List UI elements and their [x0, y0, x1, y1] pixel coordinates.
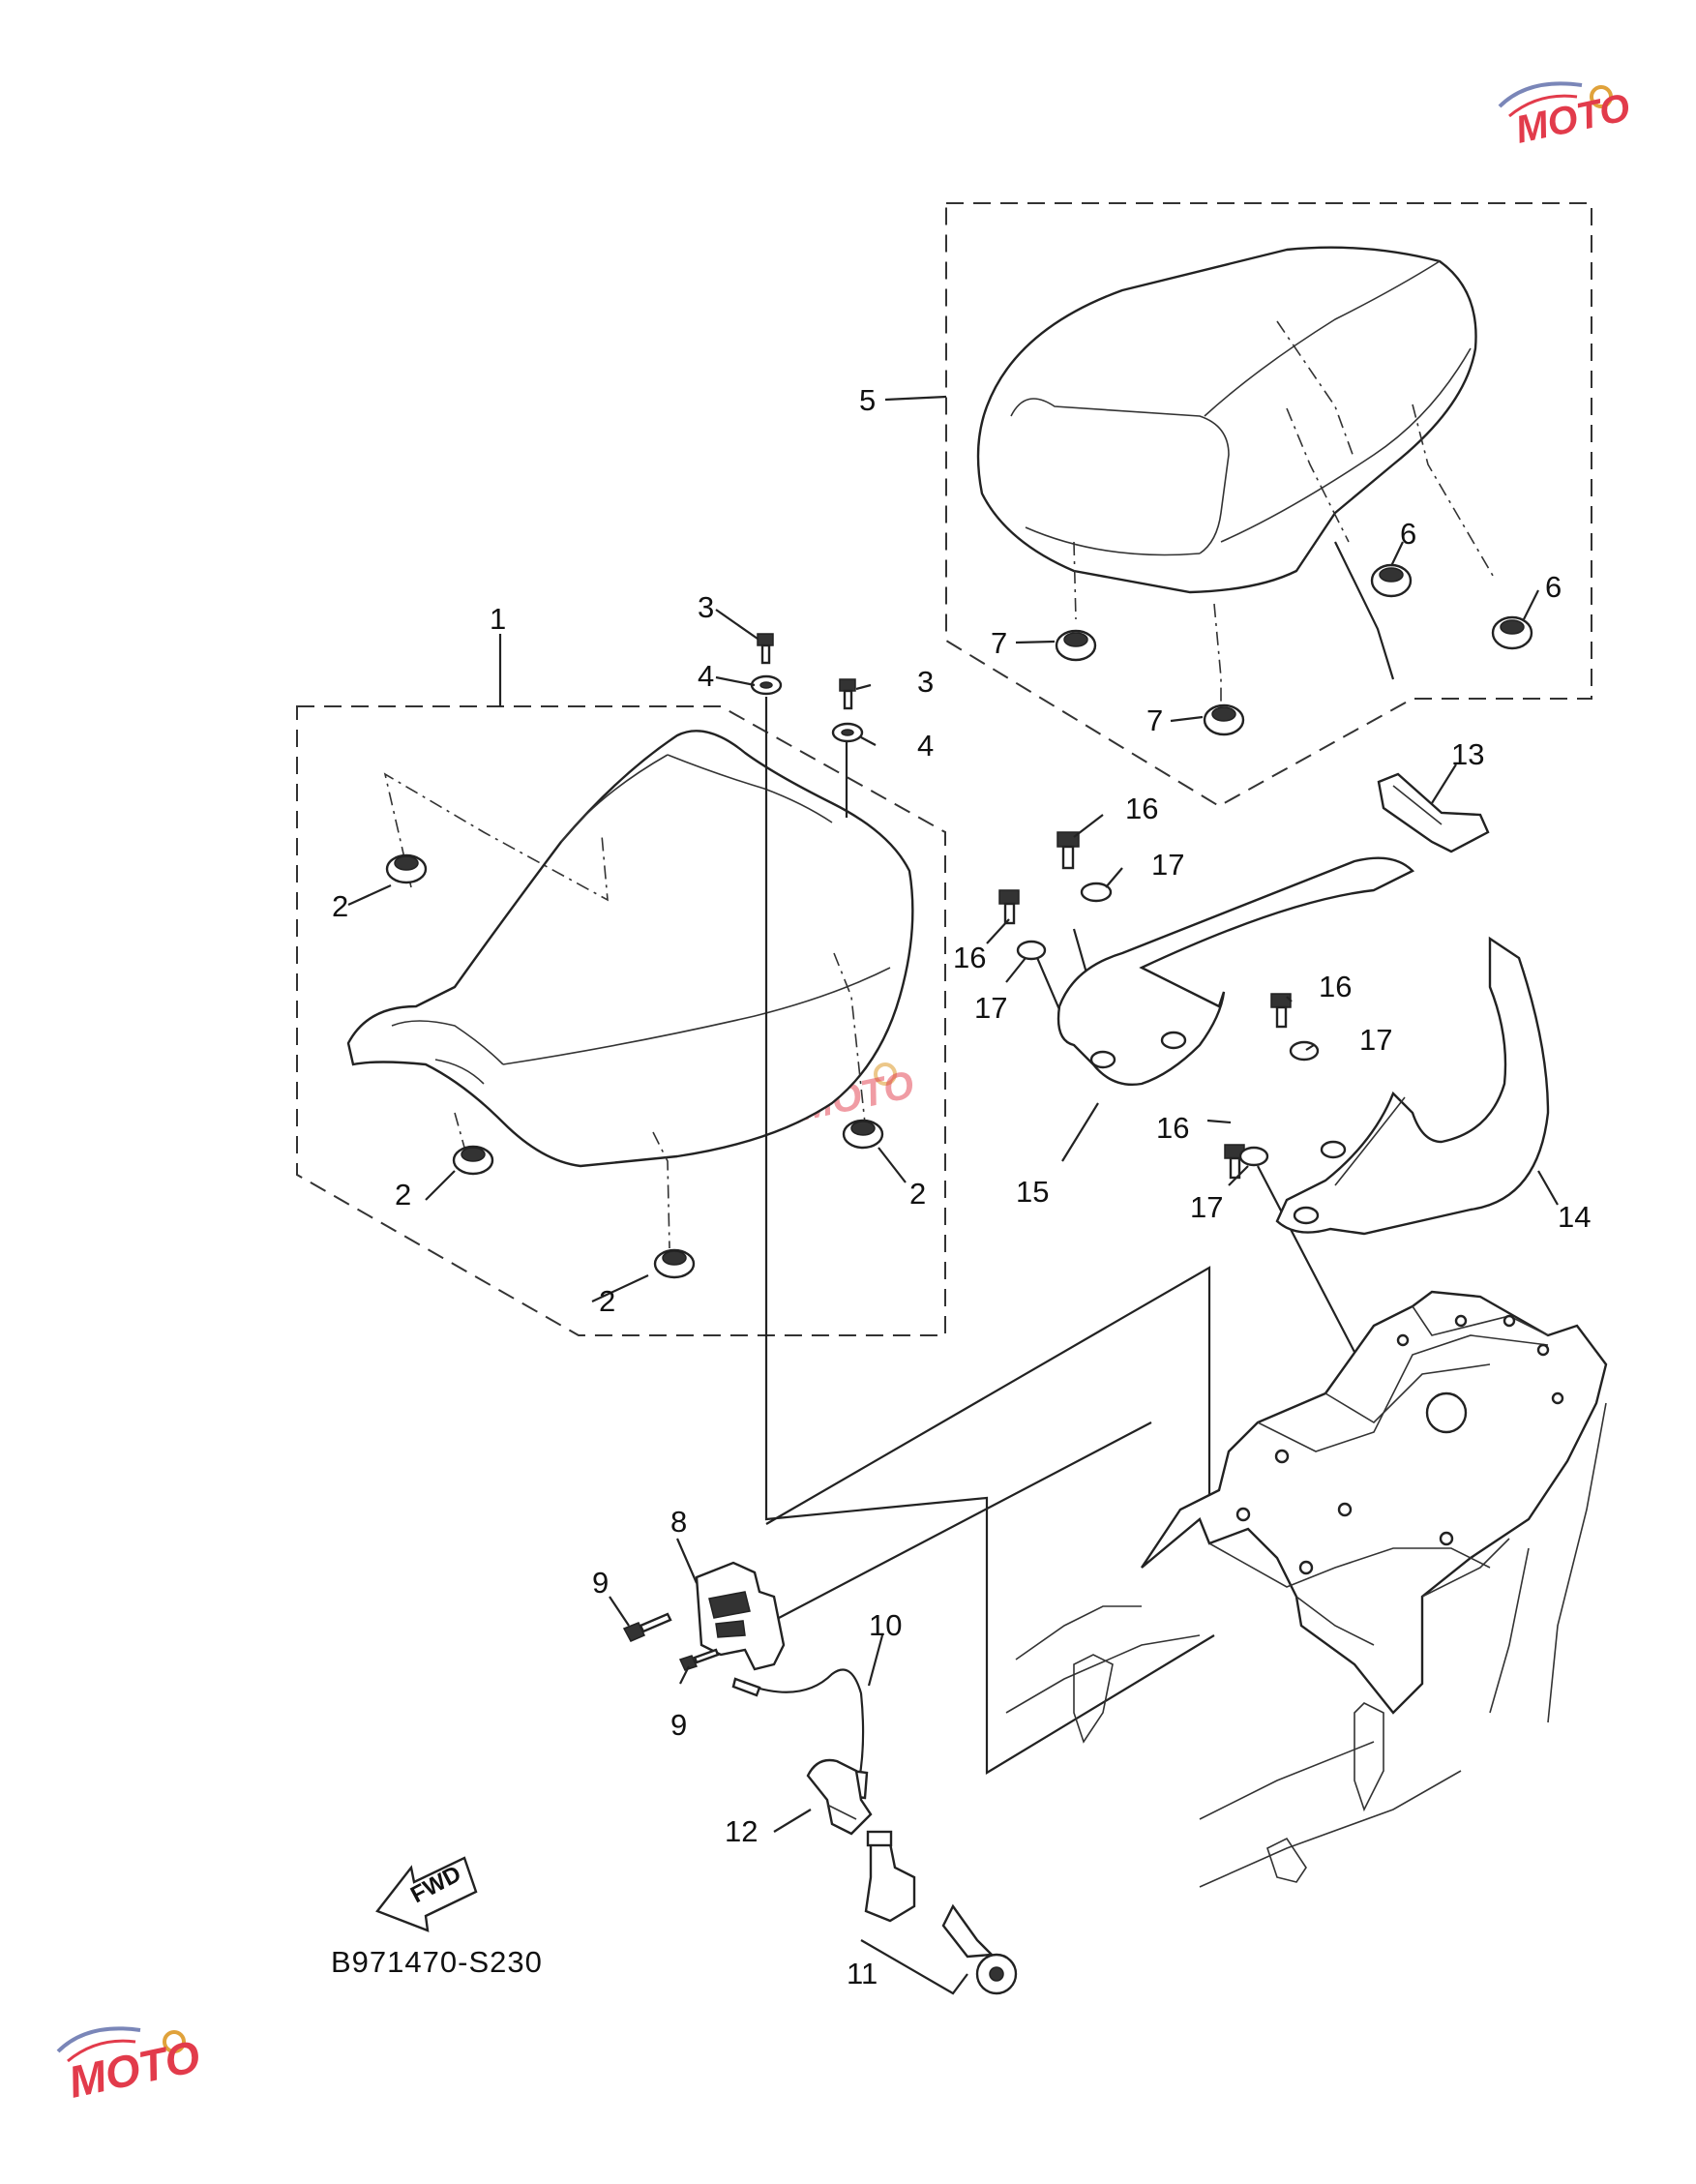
rear-seat: [976, 246, 1477, 594]
diagram-code: B971470-S230: [331, 1945, 543, 1979]
callout-1: 1: [490, 602, 506, 636]
watermark-logo-top: MOTO: [1498, 81, 1634, 152]
grab-bar-14: [1275, 936, 1550, 1236]
callout-12: 12: [725, 1814, 758, 1848]
washer-17-a: [1080, 882, 1113, 903]
group-box-front-seat: [296, 705, 946, 1336]
bracket-13: [1377, 772, 1490, 853]
lock-holder-12: [806, 1758, 873, 1836]
callout-6-a: 6: [1400, 517, 1416, 551]
callout-16-c: 16: [1319, 970, 1352, 1003]
callout-16-a: 16: [1125, 792, 1158, 825]
leader-lines: [383, 320, 1497, 1249]
damper-7-a: [1055, 629, 1097, 662]
callout-4-b: 4: [917, 729, 934, 763]
seat-lock-set-11: [860, 1830, 1018, 1995]
screw-9-b: [678, 1648, 720, 1671]
bolt-3-a: [757, 633, 774, 665]
callout-14: 14: [1558, 1200, 1591, 1234]
callout-13: 13: [1451, 737, 1484, 771]
callout-3-a: 3: [698, 590, 714, 624]
callout-17-c: 17: [1359, 1023, 1392, 1057]
callout-3-b: 3: [917, 665, 934, 699]
damper-6-a: [1370, 563, 1413, 598]
callout-17-d: 17: [1190, 1190, 1223, 1224]
washer-4-a: [750, 674, 783, 696]
callout-9-a: 9: [592, 1566, 609, 1600]
callout-16-d: 16: [1156, 1111, 1189, 1145]
damper-2-b: [452, 1145, 494, 1176]
callout-11: 11: [847, 1957, 878, 1990]
grab-bar-15: [1056, 856, 1415, 1086]
callout-16-b: 16: [953, 941, 986, 974]
callout-10: 10: [869, 1608, 902, 1642]
callout-9-b: 9: [670, 1708, 687, 1742]
bolt-16-b: [998, 889, 1020, 925]
rear-frame: [1005, 1290, 1608, 1888]
damper-2-a: [385, 853, 428, 884]
callout-17-b: 17: [974, 991, 1007, 1025]
callout-5: 5: [859, 383, 876, 417]
callout-17-a: 17: [1151, 848, 1184, 882]
damper-7-b: [1203, 703, 1245, 736]
screw-9-a: [622, 1612, 672, 1642]
front-seat: [346, 730, 914, 1168]
damper-2-c: [842, 1119, 884, 1150]
washer-17-b: [1016, 940, 1047, 961]
washer-17-d: [1238, 1146, 1269, 1167]
callout-2-b: 2: [395, 1178, 411, 1212]
forward-arrow-icon: FWD: [375, 1856, 478, 1932]
callout-numbers: 1 2 2 2 2 2 3 3 4 4 5 6 6 7 7 8 9 9 10 1…: [332, 383, 1591, 1990]
callout-2-a: 2: [332, 889, 348, 923]
callout-2-c: 2: [599, 1284, 615, 1318]
callout-15: 15: [1016, 1175, 1049, 1209]
seat-latch-8: [695, 1561, 786, 1671]
bolt-3-b: [839, 678, 856, 710]
watermark-logo-bottom: MOTO: [56, 2026, 204, 2108]
callout-7-a: 7: [991, 626, 1007, 660]
callout-2-d: 2: [909, 1177, 926, 1211]
damper-2-d: [653, 1248, 696, 1279]
washer-4-b: [831, 722, 864, 743]
callout-4-a: 4: [698, 659, 714, 693]
callout-numbers-extra: 16 17: [1156, 1111, 1223, 1224]
callout-7-b: 7: [1146, 703, 1163, 737]
callout-6-b: 6: [1545, 570, 1562, 604]
damper-6-b: [1491, 615, 1533, 650]
callout-8: 8: [670, 1505, 687, 1539]
bolt-16-a: [1056, 831, 1080, 870]
callout-leaders: [347, 395, 1559, 1833]
